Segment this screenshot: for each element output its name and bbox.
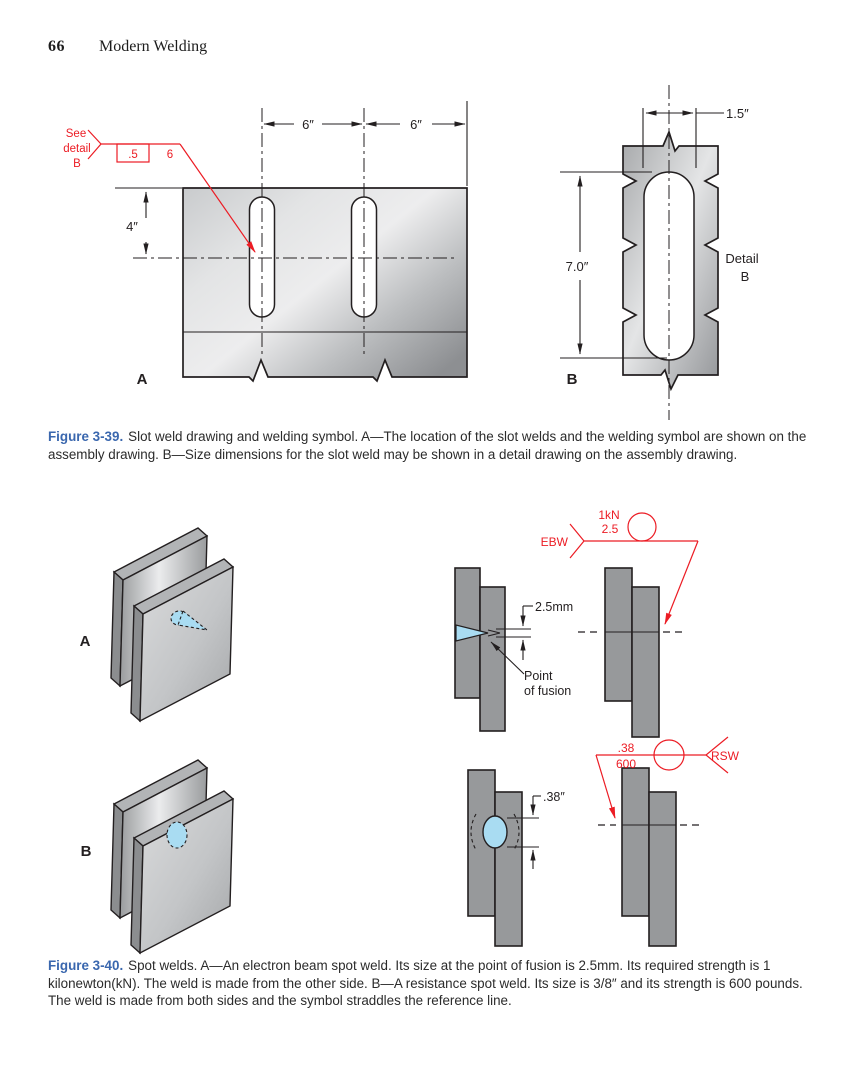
figure-39-caption: Figure 3-39.Slot weld drawing and weldin…: [48, 428, 828, 463]
process-ebw: EBW: [541, 535, 569, 549]
fig40-view-a-label: A: [80, 633, 91, 650]
page-number: 66: [48, 38, 65, 55]
view-a-label: A: [137, 371, 148, 388]
hidden-spot-weld: [166, 821, 188, 849]
plate-top: [182, 187, 468, 383]
weld-strength: 1kN: [598, 508, 619, 522]
plate: [479, 586, 506, 732]
fig39-view-b: 1.5″ 7.0″ Detail B B: [560, 85, 759, 420]
plate: [604, 567, 633, 702]
front-plate-front-face: [139, 565, 234, 723]
weld-length: 6: [167, 149, 173, 161]
dimension-nugget-size: .38″: [507, 790, 565, 869]
fusion-note-line2: of fusion: [524, 684, 571, 698]
dim-1-5in: 1.5″: [726, 106, 749, 121]
symbol-arrow: [595, 754, 616, 819]
page-header: 66 Modern Welding: [48, 38, 448, 56]
process-rsw: RSW: [711, 749, 740, 763]
rsw-cross-section: .38″: [467, 769, 565, 947]
slot-weld-symbol-box: [116, 143, 150, 163]
fusion-note-line1: Point: [524, 669, 553, 683]
dim-38in: .38″: [543, 790, 565, 804]
fig40-view-b-label: B: [81, 843, 92, 860]
symbol-note-line1: See: [66, 128, 86, 140]
point-of-fusion-note: Point of fusion: [490, 641, 571, 698]
dim-6in-left: 6″: [302, 117, 314, 132]
plate: [494, 791, 523, 947]
dim-6in-right: 6″: [410, 117, 422, 132]
rsw-welding-symbol: .38 600 RSW: [595, 736, 740, 819]
plate: [648, 791, 677, 947]
dimension-slot-length: 7.0″: [560, 171, 667, 359]
book-title: Modern Welding: [99, 38, 208, 55]
symbol-note-line2: detail: [63, 143, 91, 155]
ebw-cross-section: 2.5mm Point of fusion: [454, 567, 573, 732]
fig39-view-a: 6″ 6″ 4″ A: [115, 101, 468, 388]
dimension-slot-location: 4″: [115, 187, 182, 255]
weld-depth: .5: [128, 149, 138, 161]
weld-size: .38: [618, 741, 635, 755]
hidden-weld-cone: [177, 610, 208, 631]
symbol-arrow: [664, 540, 699, 625]
figure-40-caption-text: Spot welds. A—An electron beam spot weld…: [48, 958, 803, 1009]
detail-note-line1: Detail: [725, 251, 758, 266]
dim-4in: 4″: [126, 219, 138, 234]
ebw-welding-symbol: EBW 1kN 2.5: [541, 508, 699, 625]
spot-weld-symbol: [653, 739, 685, 771]
spot-weld-symbol: [627, 512, 657, 542]
front-plate-front-face: [139, 797, 234, 955]
weld-strength: 600: [616, 757, 636, 771]
weld-size: 2.5: [602, 522, 619, 536]
plate: [621, 767, 650, 917]
figure-39: 6″ 6″ 4″ A See detail B: [63, 85, 759, 420]
fusion-cone: [455, 624, 489, 642]
fig39-welding-symbol: See detail B .5 6: [63, 128, 256, 253]
weld-nugget: [482, 815, 508, 849]
dim-2-5mm: 2.5mm: [535, 600, 573, 614]
figure-40: A 2.5mm Point of fu: [80, 508, 740, 955]
symbol-note-line3: B: [73, 158, 81, 170]
fig40-3d-view-b: B: [81, 759, 235, 955]
symbol-arrow: [179, 143, 256, 253]
figure-39-caption-text: Slot weld drawing and welding symbol. A—…: [48, 429, 807, 462]
view-b-label: B: [567, 371, 578, 388]
detail-note-line2: B: [741, 269, 750, 284]
dimension-slot-width: 1.5″: [642, 106, 749, 168]
dimension-slot-spacing: 6″ 6″: [263, 101, 468, 186]
rsw-side-view: [598, 767, 702, 947]
ebw-side-view: [578, 567, 687, 738]
plate: [631, 586, 660, 738]
symbol-tail: [705, 736, 729, 774]
figure-40-caption: Figure 3-40.Spot welds. A—An electron be…: [48, 957, 828, 1010]
figure-40-caption-label: Figure 3-40.: [48, 958, 124, 973]
fusion-tip-lines: [487, 629, 501, 637]
dimension-fusion-size: 2.5mm: [496, 600, 573, 660]
figure-39-caption-label: Figure 3-39.: [48, 429, 124, 444]
symbol-tail: [569, 523, 585, 559]
dim-7-0in: 7.0″: [566, 259, 589, 274]
fig40-3d-view-a: A: [80, 527, 235, 723]
electrode-indent: [470, 813, 477, 851]
